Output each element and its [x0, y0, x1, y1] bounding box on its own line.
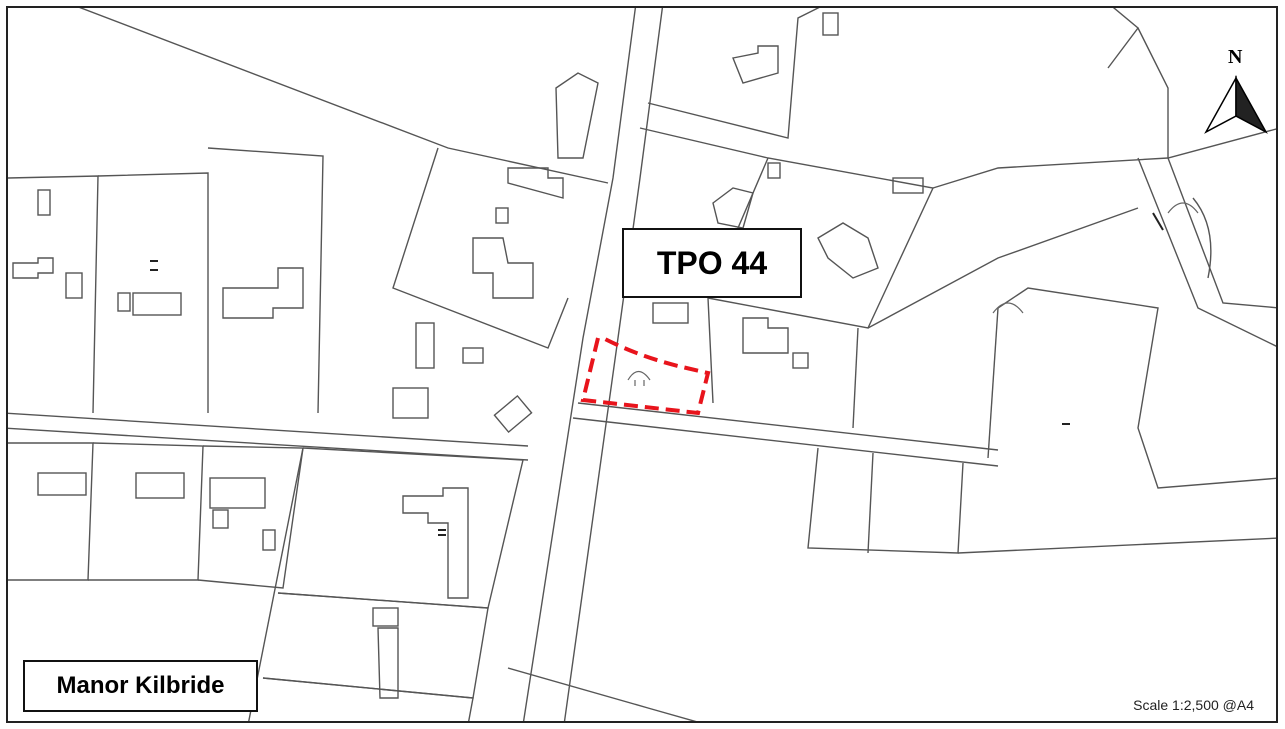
- map-frame: N TPO 44 Manor Kilbride Scale 1:2,500 @A…: [6, 6, 1278, 723]
- north-arrow-icon: [1204, 75, 1268, 134]
- lane-east-south: [572, 417, 999, 467]
- north-label: N: [1228, 46, 1243, 68]
- lane-east-north: [577, 402, 999, 451]
- lane-north-edge: [8, 412, 529, 447]
- lane-south-edge: [8, 427, 529, 461]
- scale-text: Scale 1:2,500 @A4: [1133, 697, 1254, 713]
- road-main-west-edge: [522, 8, 637, 721]
- map-canvas: [8, 8, 1276, 721]
- tpo-boundary: [580, 336, 711, 416]
- tree-symbol-icon: [627, 202, 1199, 386]
- place-name-label: Manor Kilbride: [23, 660, 258, 712]
- tpo-site-label: TPO 44: [622, 228, 802, 298]
